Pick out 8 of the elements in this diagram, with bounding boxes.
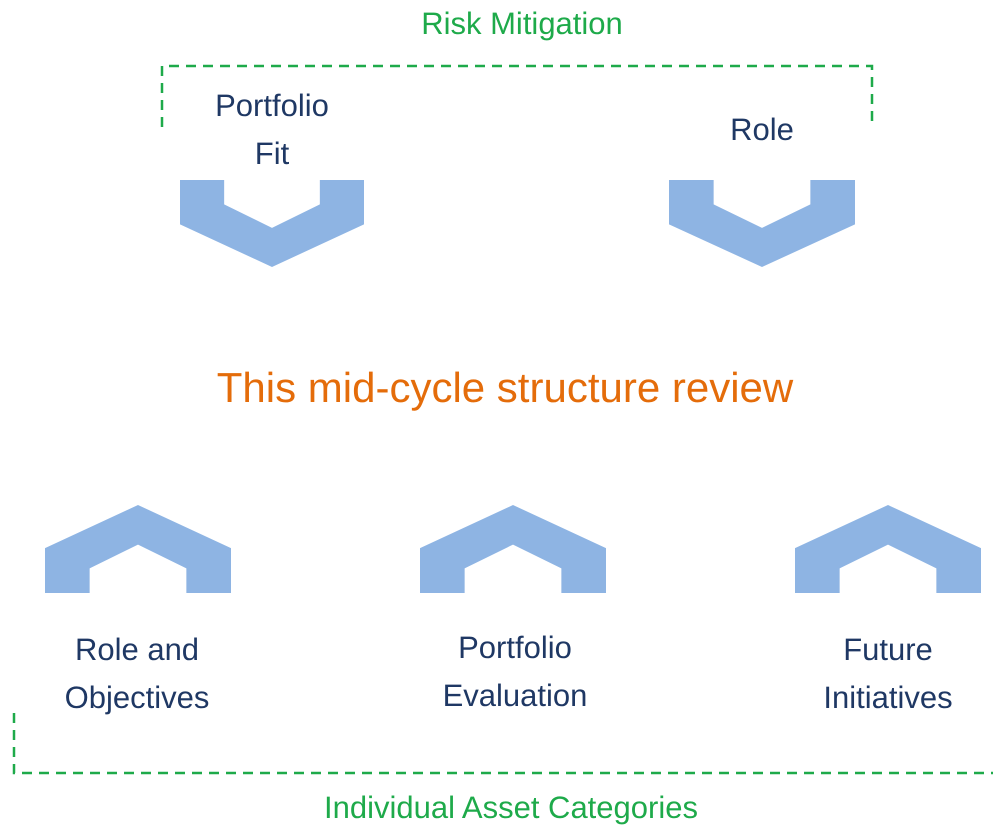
category-label: Role (680, 106, 844, 154)
bracket-label: Risk Mitigation (420, 6, 624, 42)
bracket-label: Individual Asset Categories (323, 790, 699, 826)
central-heading: This mid-cycle structure review (150, 360, 860, 416)
category-label: Future Initiatives (780, 626, 994, 722)
category-label: Role and Objectives (30, 626, 244, 722)
category-label: Portfolio Evaluation (405, 624, 625, 720)
category-label: Portfolio Fit (195, 82, 349, 178)
